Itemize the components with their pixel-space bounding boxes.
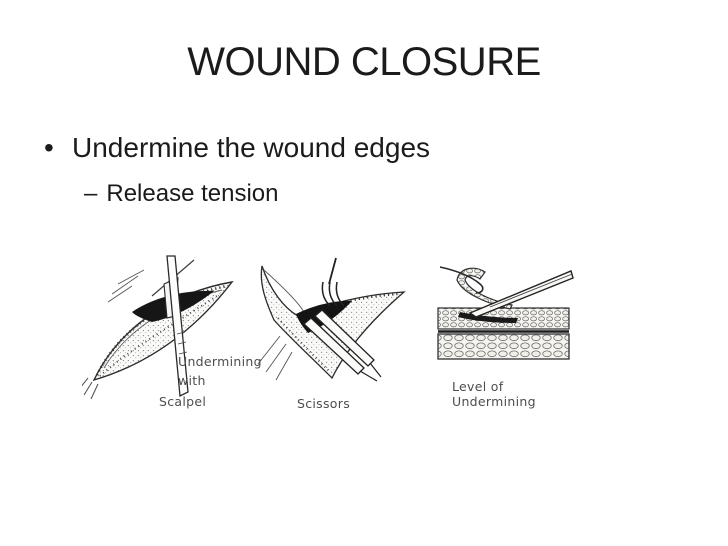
scalpel-figure-technique-label: Undermining with	[178, 354, 262, 388]
bullet-item: • Undermine the wound edges	[44, 131, 430, 165]
slide-title: WOUND CLOSURE	[187, 40, 541, 84]
cross-section-figure-label: Level of Undermining	[452, 379, 536, 409]
bullet-marker: •	[44, 132, 54, 163]
scalpel-figure-tool-label: Scalpel	[159, 394, 207, 409]
scalpel-undermining-illustration	[82, 255, 234, 400]
sub-bullet-text: Release tension	[106, 180, 279, 207]
scissors-undermining-illustration	[257, 257, 406, 382]
sub-bullet-item: – Release tension	[84, 179, 278, 209]
scissors-figure-label: Scissors	[297, 396, 351, 411]
sub-bullet-marker: –	[84, 180, 98, 207]
bullet-text: Undermine the wound edges	[72, 132, 431, 163]
undermining-level-cross-section-illustration	[437, 266, 574, 360]
